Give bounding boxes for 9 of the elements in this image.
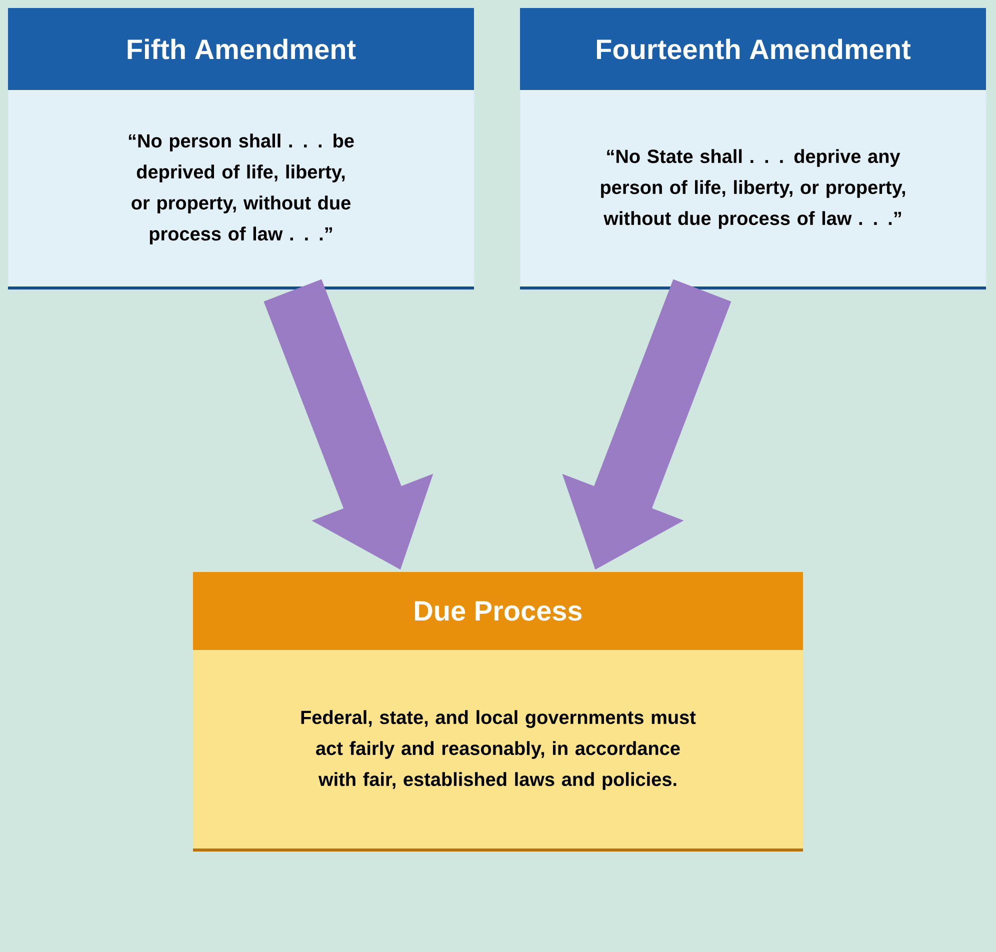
box-text: Federal, state, and local governments must act fairly and reasonably, in accordance with fair, established laws and policies. [301,710,696,790]
text-box [193,572,804,852]
text-box [8,8,474,290]
box-heading: Fourteenth Amendment [596,38,911,60]
box-heading: Due Process [415,601,582,621]
box-text: “No State shall . . . deprive any person of life, liberty, or property, without due process of law . . .” [601,149,905,229]
box-text: “No person shall . . . be deprived of life, liberty, or property, without due process of law . . .” [128,134,354,244]
box-heading: Fifth Amendment [128,38,356,60]
text-box [520,8,986,290]
